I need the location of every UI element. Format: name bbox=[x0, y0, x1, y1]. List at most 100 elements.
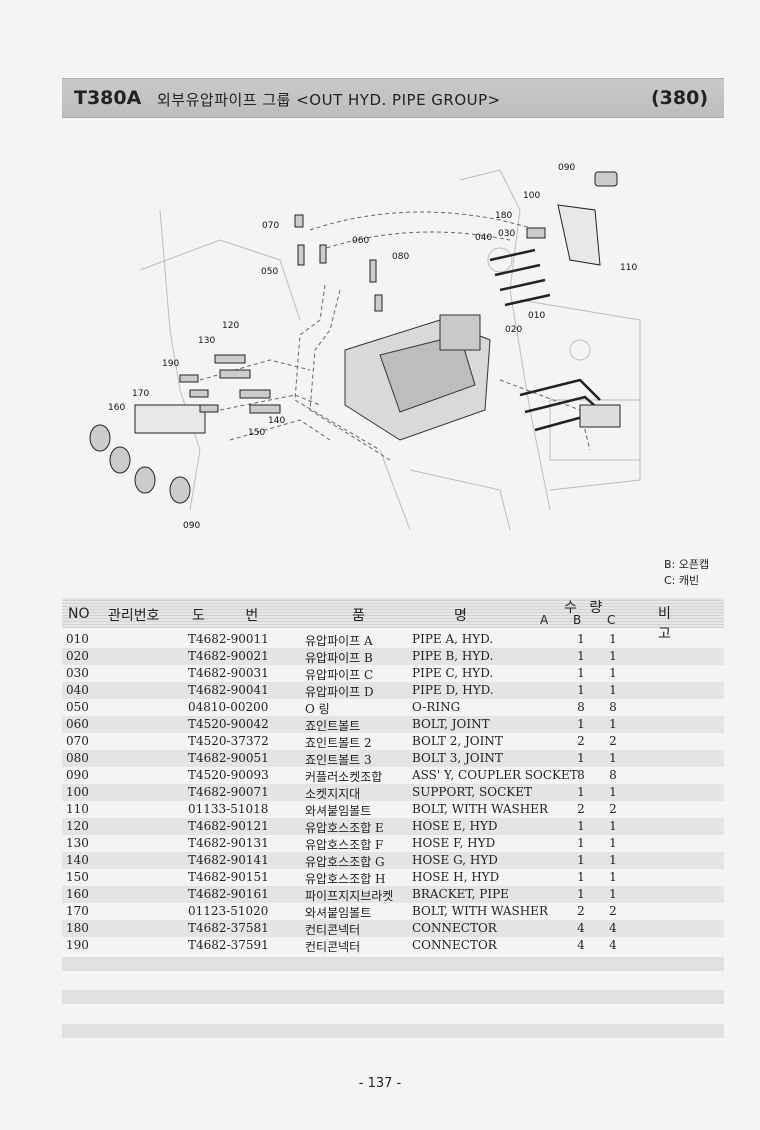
cell-qty-b: 2 bbox=[609, 734, 617, 748]
callout-120: 120 bbox=[222, 321, 239, 331]
cell-qty-b: 4 bbox=[609, 938, 617, 952]
cell-qty-b: 1 bbox=[609, 717, 617, 731]
cell-english-name: BOLT 2, JOINT bbox=[412, 734, 503, 748]
cell-english-name: HOSE E, HYD bbox=[412, 819, 498, 833]
cell-english-name: BOLT, JOINT bbox=[412, 717, 490, 731]
cell-qty-b: 1 bbox=[609, 632, 617, 646]
diagram-svg bbox=[89, 169, 641, 531]
cell-korean-name: 유압파이프 A bbox=[305, 634, 373, 648]
cell-part-number: T4682-90141 bbox=[188, 853, 269, 867]
cell-part-number: 01123-51020 bbox=[188, 904, 269, 918]
callout-010: 010 bbox=[528, 311, 545, 321]
cell-korean-name: 와셔붙임볼트 bbox=[305, 804, 372, 818]
callout-130: 130 bbox=[198, 336, 215, 346]
header-no: NO bbox=[68, 606, 90, 622]
legend-b: B: 오픈캡 bbox=[664, 558, 710, 571]
header-item: 품 bbox=[352, 608, 365, 624]
cell-korean-name: 파이프지지브라켓 bbox=[305, 889, 394, 903]
cell-english-name: BRACKET, PIPE bbox=[412, 887, 509, 901]
header-drawing: 도 번 bbox=[192, 608, 277, 624]
cell-part-number: T4520-90093 bbox=[188, 768, 269, 782]
cell-no: 020 bbox=[66, 649, 89, 663]
callout-070: 070 bbox=[262, 221, 279, 231]
cell-english-name: HOSE G, HYD bbox=[412, 853, 498, 867]
cell-qty-a: 8 bbox=[577, 768, 585, 782]
callout-180: 180 bbox=[495, 211, 512, 221]
cell-qty-a: 1 bbox=[577, 666, 585, 680]
cell-english-name: O-RING bbox=[412, 700, 461, 714]
cell-part-number: T4682-90131 bbox=[188, 836, 269, 850]
cell-qty-a: 4 bbox=[577, 938, 585, 952]
page-number: - 137 - bbox=[358, 1076, 402, 1091]
cell-no: 170 bbox=[66, 904, 89, 918]
cell-qty-a: 1 bbox=[577, 887, 585, 901]
cell-qty-b: 8 bbox=[609, 700, 617, 714]
cell-qty-a: 1 bbox=[577, 751, 585, 765]
cell-no: 070 bbox=[66, 734, 89, 748]
cell-part-number: T4682-90121 bbox=[188, 819, 269, 833]
callout-090: 090 bbox=[558, 163, 575, 173]
section-code: T380A bbox=[74, 87, 142, 109]
cell-no: 140 bbox=[66, 853, 89, 867]
cell-no: 180 bbox=[66, 921, 89, 935]
cell-part-number: 01133-51018 bbox=[188, 802, 269, 816]
cell-korean-name: 유압호스조합 E bbox=[305, 821, 384, 835]
exploded-parts-diagram: 090 100 180 040 030 110 070 060 050 080 … bbox=[80, 150, 680, 540]
cell-qty-a: 1 bbox=[577, 870, 585, 884]
cell-part-number: T4682-90021 bbox=[188, 649, 269, 663]
cell-no: 120 bbox=[66, 819, 89, 833]
cell-korean-name: 유압호스조합 H bbox=[305, 872, 386, 886]
diagram-callouts: 090 100 180 040 030 110 070 060 050 080 … bbox=[108, 163, 637, 531]
cell-no: 190 bbox=[66, 938, 89, 952]
section-title: 외부유압파이프 그룹 <OUT HYD. PIPE GROUP> bbox=[157, 91, 501, 109]
cell-english-name: HOSE H, HYD bbox=[412, 870, 500, 884]
cell-qty-a: 1 bbox=[577, 853, 585, 867]
cell-korean-name: O 링 bbox=[305, 702, 330, 716]
cell-part-number: T4682-90071 bbox=[188, 785, 269, 799]
cell-qty-b: 1 bbox=[609, 666, 617, 680]
cell-part-number: T4682-90151 bbox=[188, 870, 269, 884]
cell-english-name: PIPE B, HYD. bbox=[412, 649, 494, 663]
cell-part-number: T4682-90051 bbox=[188, 751, 269, 765]
cell-korean-name: 커플러소켓조합 bbox=[305, 770, 383, 784]
cell-qty-b: 4 bbox=[609, 921, 617, 935]
cell-korean-name: 유압호스조합 G bbox=[305, 855, 385, 869]
cell-no: 100 bbox=[66, 785, 89, 799]
cell-part-number: 04810-00200 bbox=[188, 700, 269, 714]
cell-part-number: T4520-90042 bbox=[188, 717, 269, 731]
header-qty-b: B bbox=[573, 613, 582, 627]
cell-qty-a: 2 bbox=[577, 734, 585, 748]
cell-english-name: PIPE A, HYD. bbox=[412, 632, 494, 646]
cell-qty-a: 1 bbox=[577, 683, 585, 697]
cell-qty-b: 8 bbox=[609, 768, 617, 782]
cell-qty-b: 2 bbox=[609, 904, 617, 918]
cell-no: 060 bbox=[66, 717, 89, 731]
callout-150: 150 bbox=[248, 428, 265, 438]
callout-100: 100 bbox=[523, 191, 540, 201]
cell-qty-a: 1 bbox=[577, 632, 585, 646]
cell-qty-b: 1 bbox=[609, 649, 617, 663]
cell-korean-name: 컨티콘넥터 bbox=[305, 923, 361, 937]
cell-part-number: T4682-37581 bbox=[188, 921, 269, 935]
cell-qty-b: 1 bbox=[609, 887, 617, 901]
cell-english-name: BOLT 3, JOINT bbox=[412, 751, 503, 765]
cell-qty-a: 1 bbox=[577, 836, 585, 850]
cell-no: 130 bbox=[66, 836, 89, 850]
cell-english-name: CONNECTOR bbox=[412, 938, 497, 952]
cell-part-number: T4682-90031 bbox=[188, 666, 269, 680]
cell-qty-a: 1 bbox=[577, 819, 585, 833]
header-mgmt: 관리번호 bbox=[108, 608, 160, 624]
callout-110: 110 bbox=[620, 263, 637, 273]
cell-qty-a: 1 bbox=[577, 717, 585, 731]
cell-qty-a: 1 bbox=[577, 785, 585, 799]
